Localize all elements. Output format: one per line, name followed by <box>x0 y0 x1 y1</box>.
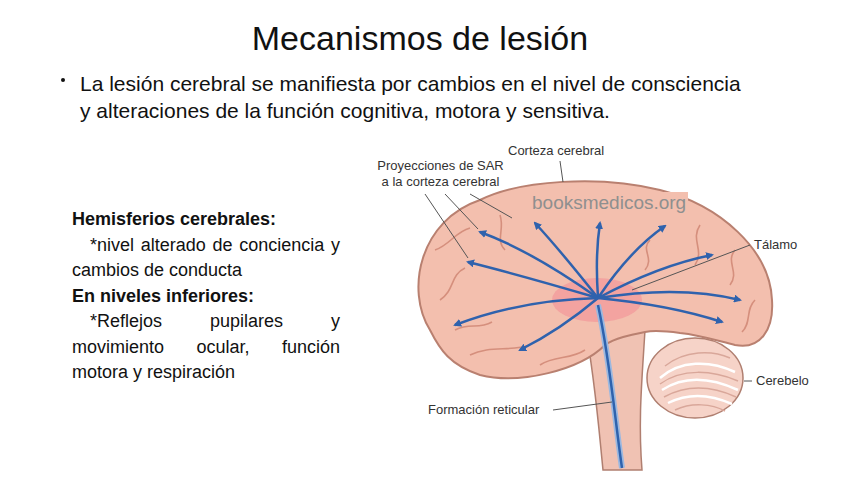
part-label: Formación reticular <box>428 402 539 418</box>
bullet-text: La lesión cerebral se manifiesta por cam… <box>80 70 750 124</box>
slide-title: Mecanismos de lesión <box>0 18 844 58</box>
leader-lines <box>425 161 752 410</box>
part-label: Tálamo <box>754 237 797 253</box>
section-heading: En niveles inferiores: <box>72 284 340 310</box>
part-label: Cerebelo <box>756 373 809 389</box>
watermark: booksmedicos.org <box>530 192 688 214</box>
cerebellum <box>647 338 743 418</box>
cerebrum <box>418 181 772 378</box>
reticular-formation <box>598 305 622 468</box>
sar-projection-arrows <box>455 223 740 350</box>
gyri <box>435 215 755 365</box>
reticular-formation-line <box>598 305 622 468</box>
bullet-dot <box>61 78 65 82</box>
section-heading: Hemisferios cerebrales: <box>72 207 340 233</box>
part-label: Corteza cerebral <box>508 143 604 159</box>
section-body: *Reflejos pupilares y movimiento ocular,… <box>72 309 340 386</box>
text-column: Hemisferios cerebrales:*nivel alterado d… <box>72 207 340 386</box>
section-body: *nivel alterado de conciencia y cambios … <box>72 233 340 284</box>
part-label: Proyecciones de SAR a la corteza cerebra… <box>372 158 509 190</box>
